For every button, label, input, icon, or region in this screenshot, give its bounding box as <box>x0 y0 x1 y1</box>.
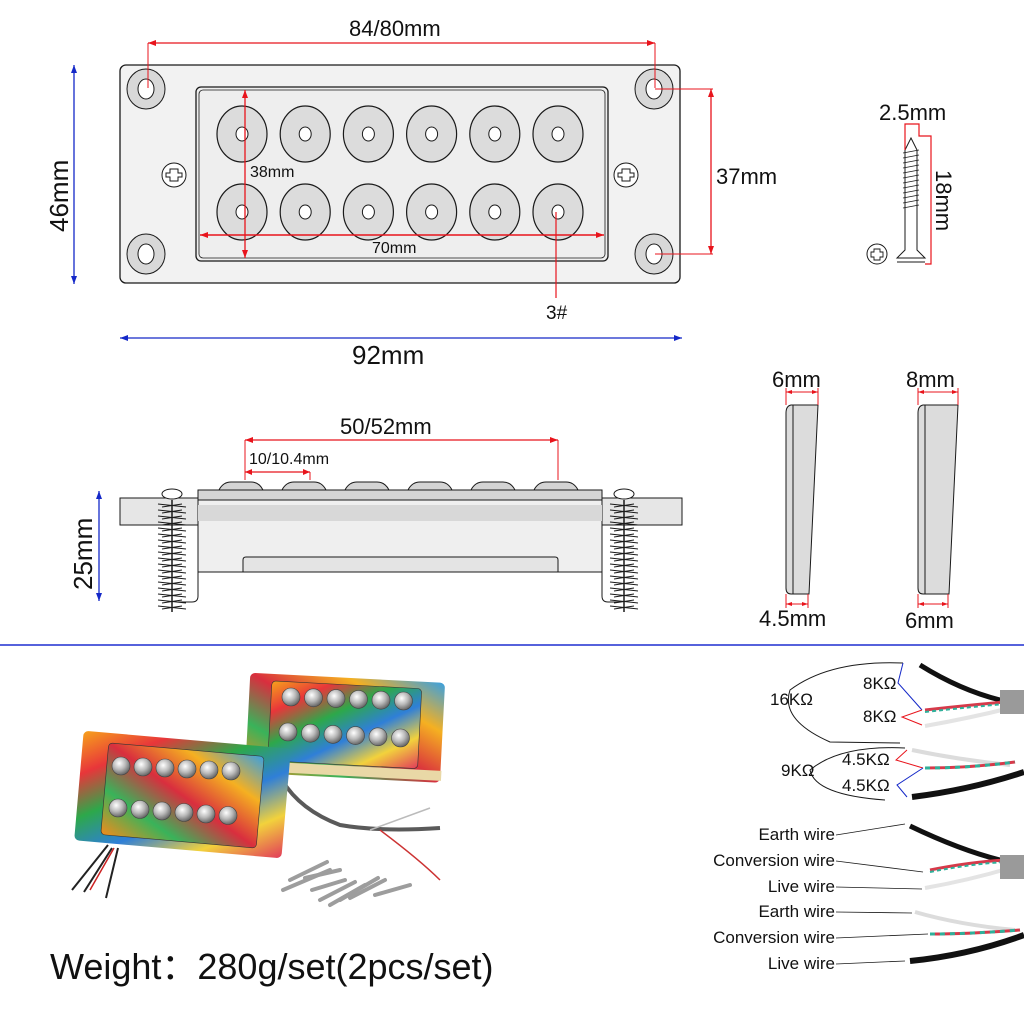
pole-piece-side <box>470 481 516 491</box>
coil-resistance-label: 8KΩ <box>863 707 897 726</box>
product-photo <box>71 672 445 907</box>
pole-piece-photo <box>281 687 301 707</box>
pole-piece-photo <box>199 760 219 780</box>
coil-resistance-label: 4.5KΩ <box>842 776 890 795</box>
resistance-diagram <box>788 662 1024 801</box>
pole-piece-photo <box>130 800 150 819</box>
pole-row-spacing-label: 38mm <box>250 164 295 181</box>
wedge-profile <box>785 404 819 595</box>
pole-piece <box>469 105 521 163</box>
pole-piece <box>279 105 331 163</box>
pole-pitch-label: 10/10.4mm <box>249 451 330 468</box>
mounting-screw <box>288 860 329 882</box>
pole-piece <box>532 105 584 163</box>
cross-screw-icon <box>161 162 187 188</box>
pole-piece-side <box>344 481 390 491</box>
pole-piece <box>279 183 331 241</box>
pole-piece-photo <box>152 801 172 821</box>
cross-screw-icon <box>613 162 639 188</box>
mounting-screw <box>338 876 380 902</box>
pole-piece-photo <box>301 723 320 743</box>
weight-caption: Weight：280g/set(2pcs/set) <box>50 946 494 987</box>
pole-piece-photo <box>323 725 343 744</box>
mount-spacing-label: 84/80mm <box>349 16 441 41</box>
cross-screw-icon <box>866 243 888 265</box>
pole-piece-photo <box>391 728 410 748</box>
pole-piece-photo <box>111 756 131 776</box>
pole-piece-photo <box>133 757 153 777</box>
pole-piece-photo <box>349 690 368 709</box>
wire-label-conversion: Conversion wire <box>713 928 835 947</box>
mounting-screw <box>318 880 357 902</box>
pole-piece-side <box>281 481 327 491</box>
mounting-screw <box>348 878 387 900</box>
pole-piece-side <box>407 481 453 491</box>
wedge2-top-label: 8mm <box>906 367 955 392</box>
screw-diameter-label: 2.5mm <box>879 100 947 125</box>
pole-piece-photo <box>278 722 298 742</box>
pole-piece-photo <box>346 726 365 745</box>
pole-piece <box>469 183 521 241</box>
wedge1-bottom-label: 4.5mm <box>759 606 827 631</box>
side-view-drawing <box>119 481 683 612</box>
pole-piece-photo <box>371 690 391 710</box>
pole-pieces <box>216 105 584 241</box>
wedge1-top-label: 6mm <box>772 367 821 392</box>
pole-piece-photo <box>196 804 216 824</box>
side-height-label: 25mm <box>68 517 98 590</box>
screw-length-label: 18mm <box>931 170 956 232</box>
pole-piece-photo <box>174 803 194 822</box>
pole-piece <box>216 183 268 241</box>
pole-piece <box>532 183 584 241</box>
pole-piece-side <box>218 481 264 491</box>
wedge-profile <box>917 404 959 595</box>
pole-piece <box>406 183 458 241</box>
overall-height-label: 46mm <box>44 159 74 232</box>
pole-piece-photo <box>218 806 238 825</box>
wire-label-earth: Earth wire <box>758 902 835 921</box>
pole-piece-photo <box>108 798 128 818</box>
wire-label-conversion: Conversion wire <box>713 851 835 870</box>
screw-drawing <box>895 136 927 263</box>
pole-piece-photo <box>304 688 323 708</box>
wiring-diagram <box>835 823 1024 965</box>
overall-width-label: 92mm <box>352 340 425 370</box>
wire-label-earth: Earth wire <box>758 825 835 844</box>
pole-piece <box>216 105 268 163</box>
wedge2-bottom-label: 6mm <box>905 608 954 633</box>
pole-piece-photo <box>221 761 241 781</box>
pole-piece <box>406 105 458 163</box>
inner-height-label: 37mm <box>716 164 778 189</box>
pole-piece-photo <box>394 691 413 711</box>
outer-pole-span-label: 50/52mm <box>340 414 432 439</box>
resistance-total-label: 16KΩ <box>770 690 813 709</box>
resistance-total-label: 9KΩ <box>781 761 815 780</box>
pole-piece-photo <box>155 758 175 778</box>
height-spring <box>609 488 639 612</box>
mount-holes <box>126 68 674 275</box>
mounting-screw <box>310 878 347 892</box>
mounting-screw <box>303 868 342 880</box>
height-spring <box>157 488 187 612</box>
wire-label-live: Live wire <box>767 877 835 896</box>
pole-piece <box>342 105 394 163</box>
pole-piece-photo <box>368 727 388 747</box>
pole-piece-photo <box>326 689 346 708</box>
pole-piece-photo <box>177 759 197 779</box>
wire-label-live: Live wire <box>767 954 835 973</box>
pole-piece-side <box>533 481 579 491</box>
mounting-screw <box>373 883 412 897</box>
screw-size-callout: 3# <box>546 303 568 324</box>
pole-span-label: 70mm <box>372 240 417 257</box>
pole-piece <box>342 183 394 241</box>
coil-resistance-label: 8KΩ <box>863 674 897 693</box>
coil-resistance-label: 4.5KΩ <box>842 750 890 769</box>
